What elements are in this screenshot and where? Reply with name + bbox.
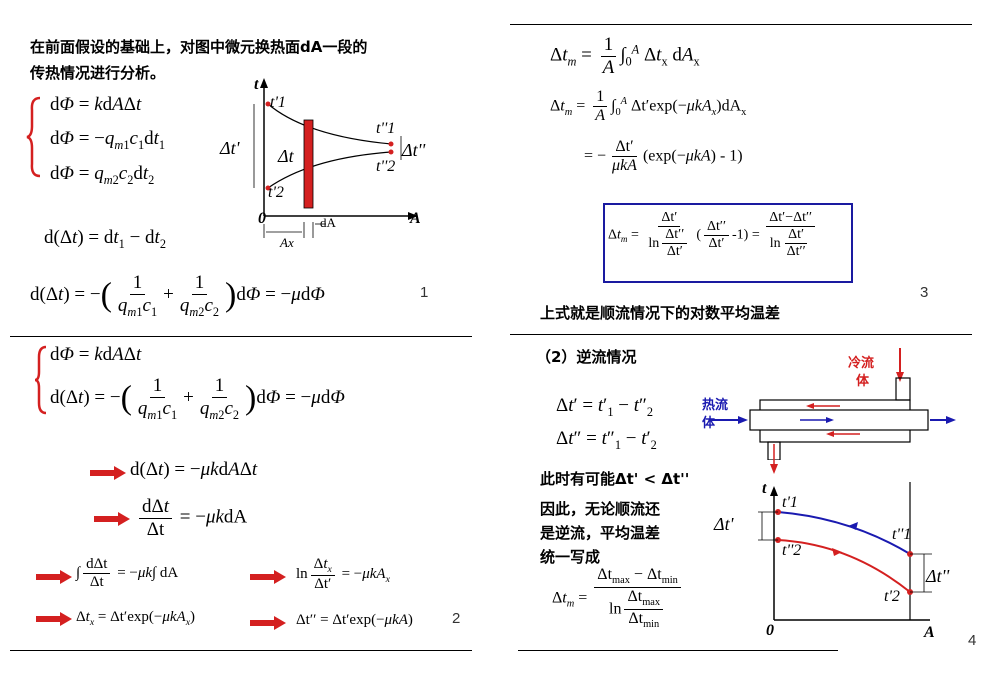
page-number-2: 2 [452, 610, 461, 627]
arrow-right-icon [90, 466, 126, 480]
divider-mid-right [510, 334, 972, 335]
page-number-4: 4 [968, 632, 977, 649]
page-number-1: 1 [420, 284, 429, 301]
p4-eq-b: Δt″ = t″1 − t′2 [556, 428, 657, 452]
fig1-a-axis: A [410, 210, 421, 227]
p1-eq-c: dΦ = qm2c2dt2 [50, 163, 155, 187]
p2-eq-g: Δtx = Δt′exp(−μkAx) [76, 609, 196, 628]
divider-bottom-right [518, 650, 838, 651]
p2-eq-h: Δt′′ = Δt′exp(−μkA) [296, 612, 413, 628]
fig4-t-axis: t [762, 480, 767, 497]
conclusion-text: 上式就是顺流情况下的对数平均温差 [540, 304, 781, 322]
p2-eq-a: dΦ = kdAΔt [50, 344, 142, 365]
fig1-Ax: Ax [280, 235, 294, 250]
fig1-dt-prime: Δt' [220, 138, 240, 158]
parallel-flow-figure [253, 78, 418, 238]
arrow-right-icon [36, 570, 72, 584]
arrow-right-icon [94, 512, 130, 526]
hot-fluid-label: 热流 [702, 398, 729, 413]
arrow-right-icon [250, 616, 286, 630]
page-number-3: 3 [920, 284, 929, 301]
divider-bottom-left [10, 650, 472, 651]
cold-fluid-label-2: 体 [856, 374, 870, 389]
counterflow-heading: （2）逆流情况 [536, 348, 637, 366]
fig1-t1pp: t''1 [376, 120, 396, 137]
fig1-t-axis: t [254, 76, 259, 93]
brace-icon-2 [34, 345, 47, 415]
boxed-result [603, 203, 853, 283]
divider-top-right [510, 24, 972, 25]
p2-eq-c: d(Δt) = −μkdAΔt [130, 459, 258, 480]
arrow-right-icon [250, 570, 286, 584]
fig1-dt-dprime: Δt'' [402, 140, 426, 160]
intro-line-1: 在前面假设的基础上，对图中微元换热面dA一段的 [30, 38, 368, 56]
intro-line-2: 传热情况进行分析。 [30, 64, 166, 82]
fig4-origin: 0 [766, 622, 774, 639]
fig4-dt-prime: Δt' [714, 514, 734, 534]
counterflow-exchanger [710, 348, 956, 460]
fig1-t1p: t'1 [270, 94, 286, 111]
p3-eq-c: = −Δt′μkA(exp(−μkA) - 1) [584, 138, 743, 175]
p1-eq-b: dΦ = −qm1c1dt1 [50, 128, 166, 152]
p4-eq-a: Δt′ = t′1 − t″2 [556, 395, 654, 419]
fig4-dt-dprime: Δt'' [926, 566, 950, 586]
hot-fluid-label-2: 体 [702, 416, 716, 431]
counterflow-figure [758, 444, 932, 621]
fig1-dt-mid: Δt [278, 146, 294, 166]
p1-eq-a: dΦ = kdAΔt [50, 94, 142, 115]
summary-line-2: 是逆流，平均温差 [540, 524, 661, 542]
fig1-t2pp: t''2 [376, 158, 396, 175]
p1-eq-d: d(Δt) = dt1 − dt2 [44, 227, 166, 251]
fig1-t2p: t'2 [268, 184, 284, 201]
summary-line-3: 统一写成 [540, 548, 601, 566]
fig4-t1pp: t''1 [892, 526, 912, 543]
summary-line-1: 因此，无论顺流还 [540, 500, 661, 518]
brace-icon [26, 96, 41, 178]
fig4-t2pp: t''2 [782, 542, 802, 559]
fig1-dA: dA [320, 215, 336, 230]
divider-mid-left [10, 336, 472, 337]
fig4-t1p: t'1 [782, 494, 798, 511]
arrow-right-icon [36, 612, 72, 626]
fig4-t2p: t'2 [884, 588, 900, 605]
fig4-a-axis: A [924, 624, 935, 641]
fig1-origin: 0 [258, 210, 266, 227]
possible-text: 此时有可能Δt' < Δt'' [540, 470, 690, 488]
cold-fluid-label: 冷流 [848, 356, 875, 371]
